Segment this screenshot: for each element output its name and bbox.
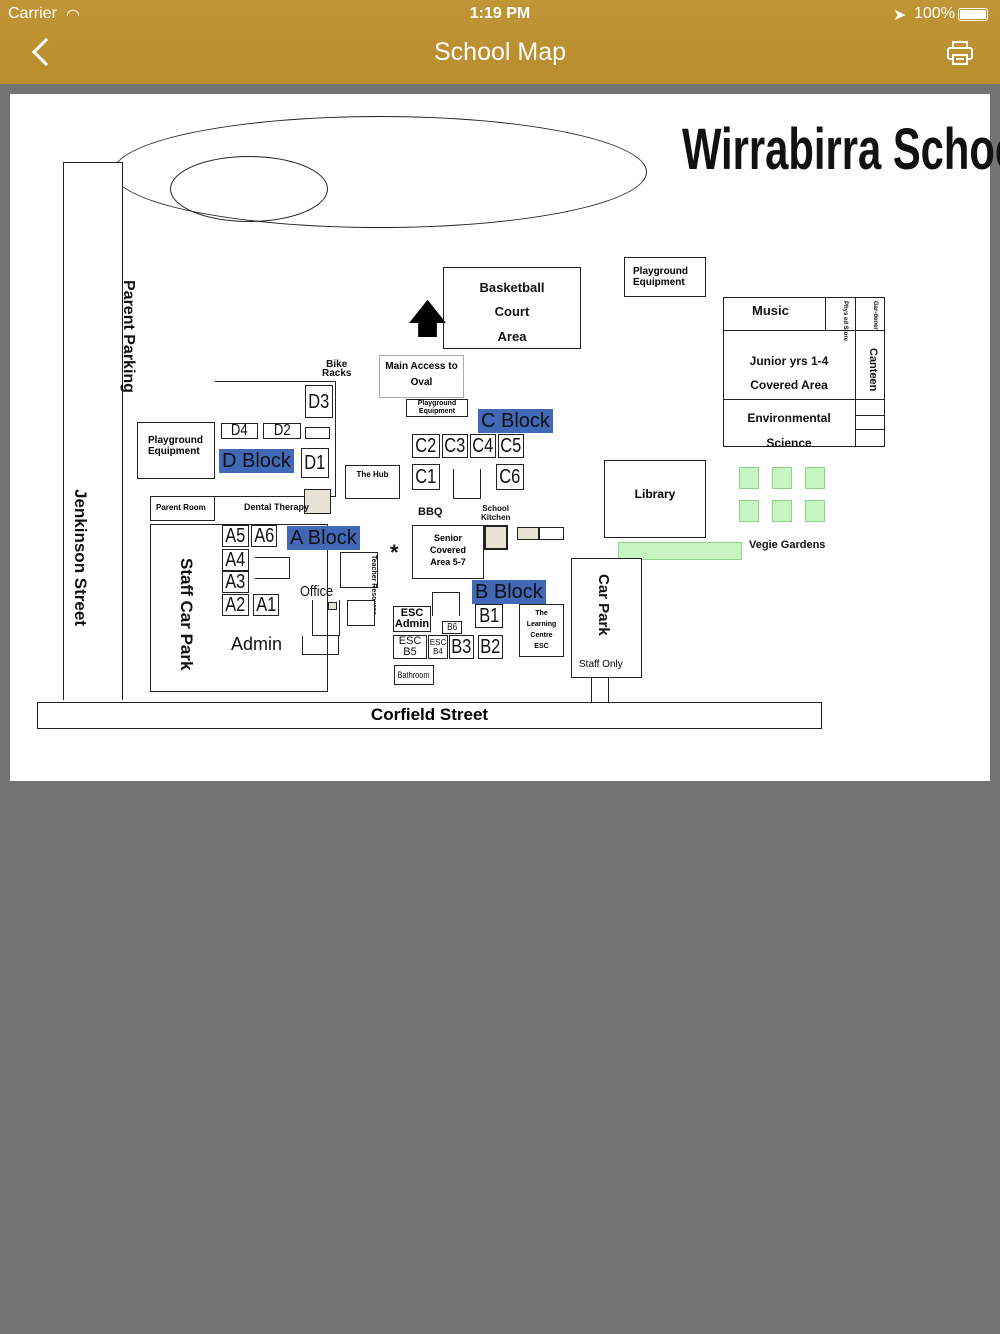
school-kitchen [484,525,508,550]
dental-therapy-room [304,489,331,514]
room-b6: B6 [442,621,462,634]
room-esc-b5: ESC B5 [393,635,427,659]
room-b3: B3 [449,635,474,659]
vegie-bed [739,500,759,522]
room-d4: D4 [221,423,258,439]
room-c4: C4 [470,434,496,458]
inner-oval [170,156,328,222]
admin-label: Admin [231,634,283,654]
room-esc-b4: ESC B4 [428,635,448,659]
room-a3: A3 [222,571,249,593]
car-park-label: Car Park [595,574,612,636]
playground-equipment-small: Playground Equipment [406,399,468,417]
playground-equipment-top: Playground Equipment [624,257,706,297]
dental-therapy-label: Dental Therapy [244,502,310,512]
school-map[interactable]: Wirrabirra School Jenkinson Street Paren… [10,94,1000,781]
room-c6: C6 [496,464,524,490]
room-a5: A5 [222,525,249,547]
phys-ed-store-label: Phys ed Store [842,301,848,342]
room-c2: C2 [412,434,440,458]
room-c1: C1 [412,464,440,490]
vegie-bed [772,467,792,489]
room-a1: A1 [253,594,279,616]
room-d3: D3 [305,385,333,418]
room-a4: A4 [222,549,249,571]
clock: 1:19 PM [469,5,531,22]
the-hub: The Hub [345,465,400,499]
room-a2: A2 [222,594,249,616]
room-a6: A6 [251,525,277,547]
room-d1: D1 [301,448,329,478]
d-block-label: D Block [219,449,294,473]
office-label: Office [300,583,334,600]
battery-label: 100% [914,5,955,22]
vegie-gardens-label: Vegie Gardens [749,539,826,551]
arrow-up-icon: 🡅 [407,297,449,341]
vegie-bed [772,500,792,522]
wifi-icon: ◠ [66,7,80,24]
jenkinson-street [63,162,123,700]
print-icon[interactable] [947,40,973,66]
car-park [571,558,642,678]
school-name: Wirrabirra School [682,117,1000,182]
carrier-label: Carrier [8,5,57,22]
room-b1: B1 [475,604,503,628]
music-junior-building [723,297,885,447]
b-block-label: B Block [472,580,546,604]
c-block-label: C Block [478,409,553,433]
basketball-label-3: Area [497,329,527,344]
parent-parking-label: Parent Parking [120,280,137,393]
a-block-label: A Block [287,526,360,550]
location-icon: ➤ [893,7,907,24]
room-d2: D2 [263,423,301,439]
gardener-label: Gar-dener [872,301,878,330]
parent-room: Parent Room [150,496,215,521]
teacher-resource [340,552,378,588]
basketball-court: Basketball Court Area [443,267,581,349]
battery-icon [958,8,988,21]
room-c5: C5 [498,434,524,458]
vegie-garden-strip [618,542,742,560]
music-label: Music [752,303,789,318]
bathroom: Bathroom [394,665,434,685]
canteen-label: Canteen [867,348,879,392]
star-marker: * [390,540,399,565]
library: Library [604,460,706,538]
corfield-street: Corfield Street [37,702,822,729]
basketball-label-2: Court [494,304,530,319]
page-title: School Map [433,38,567,66]
room-c3: C3 [442,434,468,458]
vegie-bed [805,500,825,522]
room-b2: B2 [478,635,503,659]
bbq-label: BBQ [418,506,443,518]
staff-only-label: Staff Only [579,659,623,670]
jenkinson-street-label: Jenkinson Street [71,489,90,626]
staff-car-park-label: Staff Car Park [177,558,196,671]
vegie-bed [739,467,759,489]
basketball-label-1: Basketball [479,280,545,295]
nav-bar: Carrier ◠ 1:19 PM ➤ 100% School Map [0,0,1000,84]
vegie-bed [805,467,825,489]
